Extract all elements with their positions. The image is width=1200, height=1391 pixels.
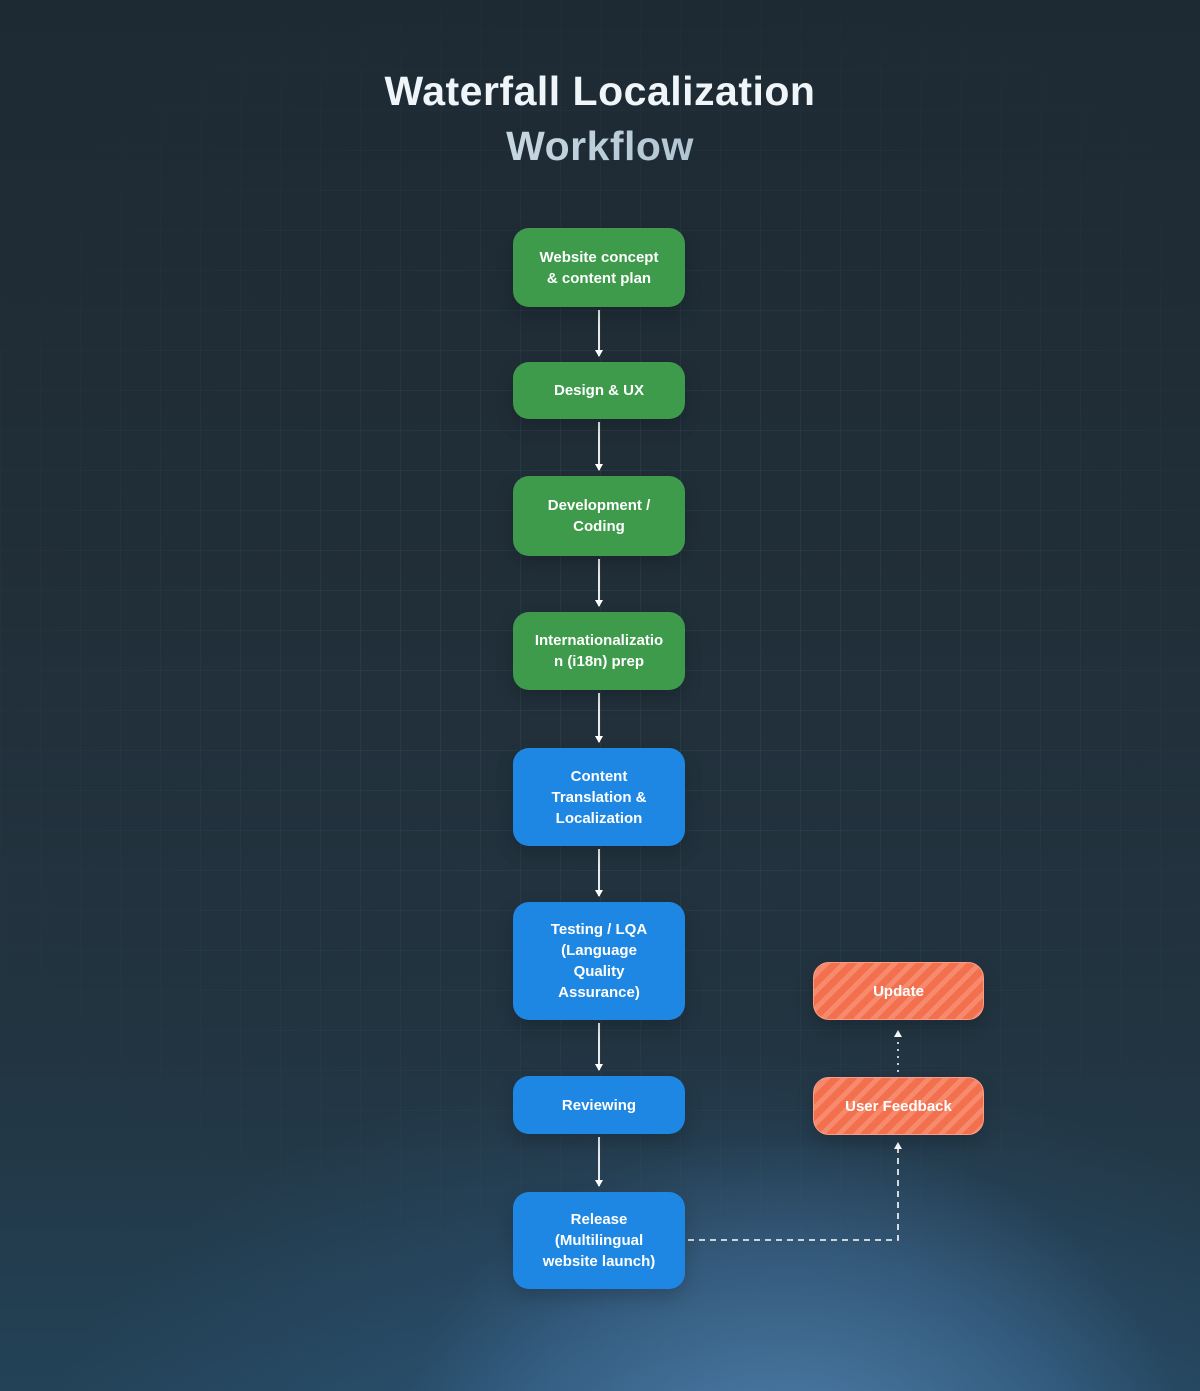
node-label: Testing / LQA (Language Quality Assuranc…: [550, 921, 648, 1001]
node-development-coding: Development / Coding: [513, 476, 685, 556]
diagram-title-line1: Waterfall Localization: [384, 68, 816, 114]
node-label: Content Translation & Localization: [551, 767, 647, 827]
node-website-concept: Website concept & content plan: [513, 228, 685, 307]
diagram-title: Waterfall Localization Workflow: [0, 64, 1200, 173]
node-content-translation: Content Translation & Localization: [513, 748, 685, 846]
arrow-release-to-user-feedback: [688, 1142, 902, 1241]
node-testing-lqa: Testing / LQA (Language Quality Assuranc…: [513, 902, 685, 1020]
node-release: Release (Multilingual website launch): [513, 1192, 685, 1289]
node-label: Design & UX: [553, 382, 644, 399]
node-label: Reviewing: [561, 1096, 637, 1114]
node-update: Update: [813, 962, 984, 1020]
diagram-title-line2: Workflow: [0, 119, 1200, 174]
node-label: Update: [873, 982, 924, 1000]
node-label: Website concept & content plan: [539, 248, 659, 287]
node-user-feedback: User Feedback: [813, 1077, 984, 1135]
node-label: Release (Multilingual website launch): [542, 1211, 656, 1270]
node-design-ux: Design & UX: [513, 362, 685, 419]
node-label: User Feedback: [845, 1097, 952, 1115]
node-label: Internationalization (i18n) prep: [534, 632, 664, 670]
node-label: Development / Coding: [547, 497, 651, 535]
node-i18n-prep: Internationalization (i18n) prep: [513, 612, 685, 690]
node-reviewing: Reviewing: [513, 1076, 685, 1134]
